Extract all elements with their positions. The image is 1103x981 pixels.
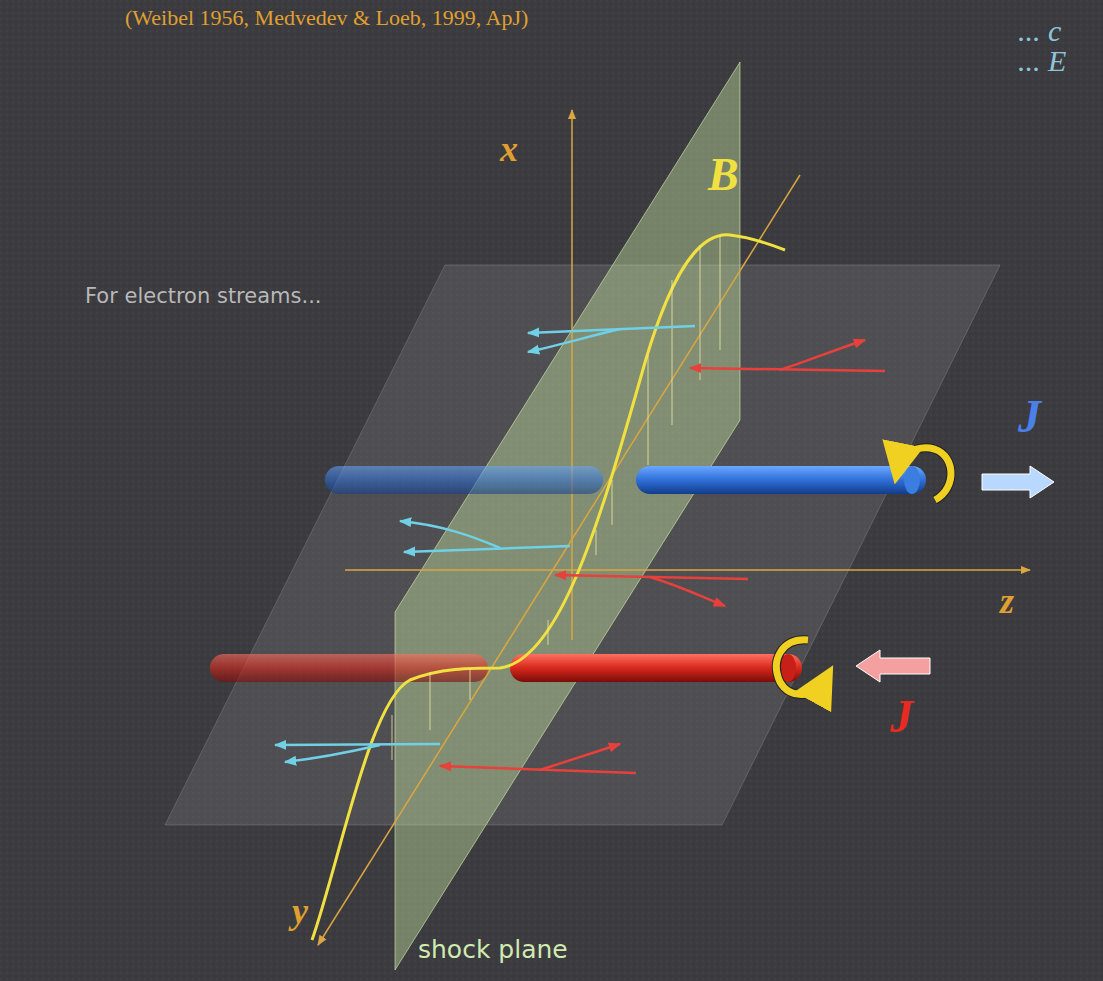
magnetic-field-curve [392,236,720,760]
magnetic-field-curve [470,668,471,700]
current-arrow [982,466,1054,498]
blue-current-tube [325,466,926,494]
magnetic-field-curve [430,672,431,730]
magnetic-field-curve [596,530,597,555]
electron-trajectory [285,745,380,762]
magnetic-field-curve [700,245,701,380]
current-label: J [1018,392,1041,443]
axes [318,175,800,945]
citation: (Weibel 1956, Medvedev & Loeb, 1999, ApJ… [125,6,528,30]
magnetic-field-curve [548,620,549,645]
axis-label: y [292,892,308,932]
axis-label: x [500,130,518,170]
electron-trajectory [275,744,440,745]
blue-current-tube [904,466,920,494]
current-arrow [856,466,1054,682]
magnetic-field-curve [392,715,393,760]
axes [318,110,1030,945]
field-curl-arrow [898,448,951,500]
plane-label: shock plane [418,936,568,964]
electron-trajectory [780,340,865,370]
axes [571,110,573,640]
magnetic-field-curve [648,355,649,465]
current-arrow [856,650,930,682]
field-curl-arrow [776,640,825,695]
axes [345,569,1030,571]
shock-plane [395,62,740,970]
electron-trajectory [540,744,620,770]
field-curl-arrow [776,640,825,695]
magnetic-field-curve [720,236,721,350]
field-curl-arrow [776,448,950,695]
blue-current-tube [636,466,926,494]
electron-trajectory [404,546,570,552]
electron-trajectory [528,329,620,352]
magnetic-field-curve [672,280,673,425]
red-current-tube [510,654,802,682]
magnetic-field-curve [612,480,613,525]
electron-trajectory [400,521,500,548]
cut-caption: ... c [1018,14,1061,47]
note: For electron streams... [85,285,322,308]
magnetic-field-curve [312,235,785,940]
cut-caption: ... E [1018,44,1066,77]
magnetic-field-curve [312,235,785,940]
axis-label: z [1000,582,1014,622]
blue-current-tube [325,466,603,494]
electron-trajectory [650,577,725,606]
electron-trajectory [440,766,636,773]
current-label: J [890,692,913,743]
electron-trajectory [275,326,885,773]
field-curl-arrow [898,448,951,500]
field-label: B [708,150,739,201]
red-current-tube [210,654,488,682]
